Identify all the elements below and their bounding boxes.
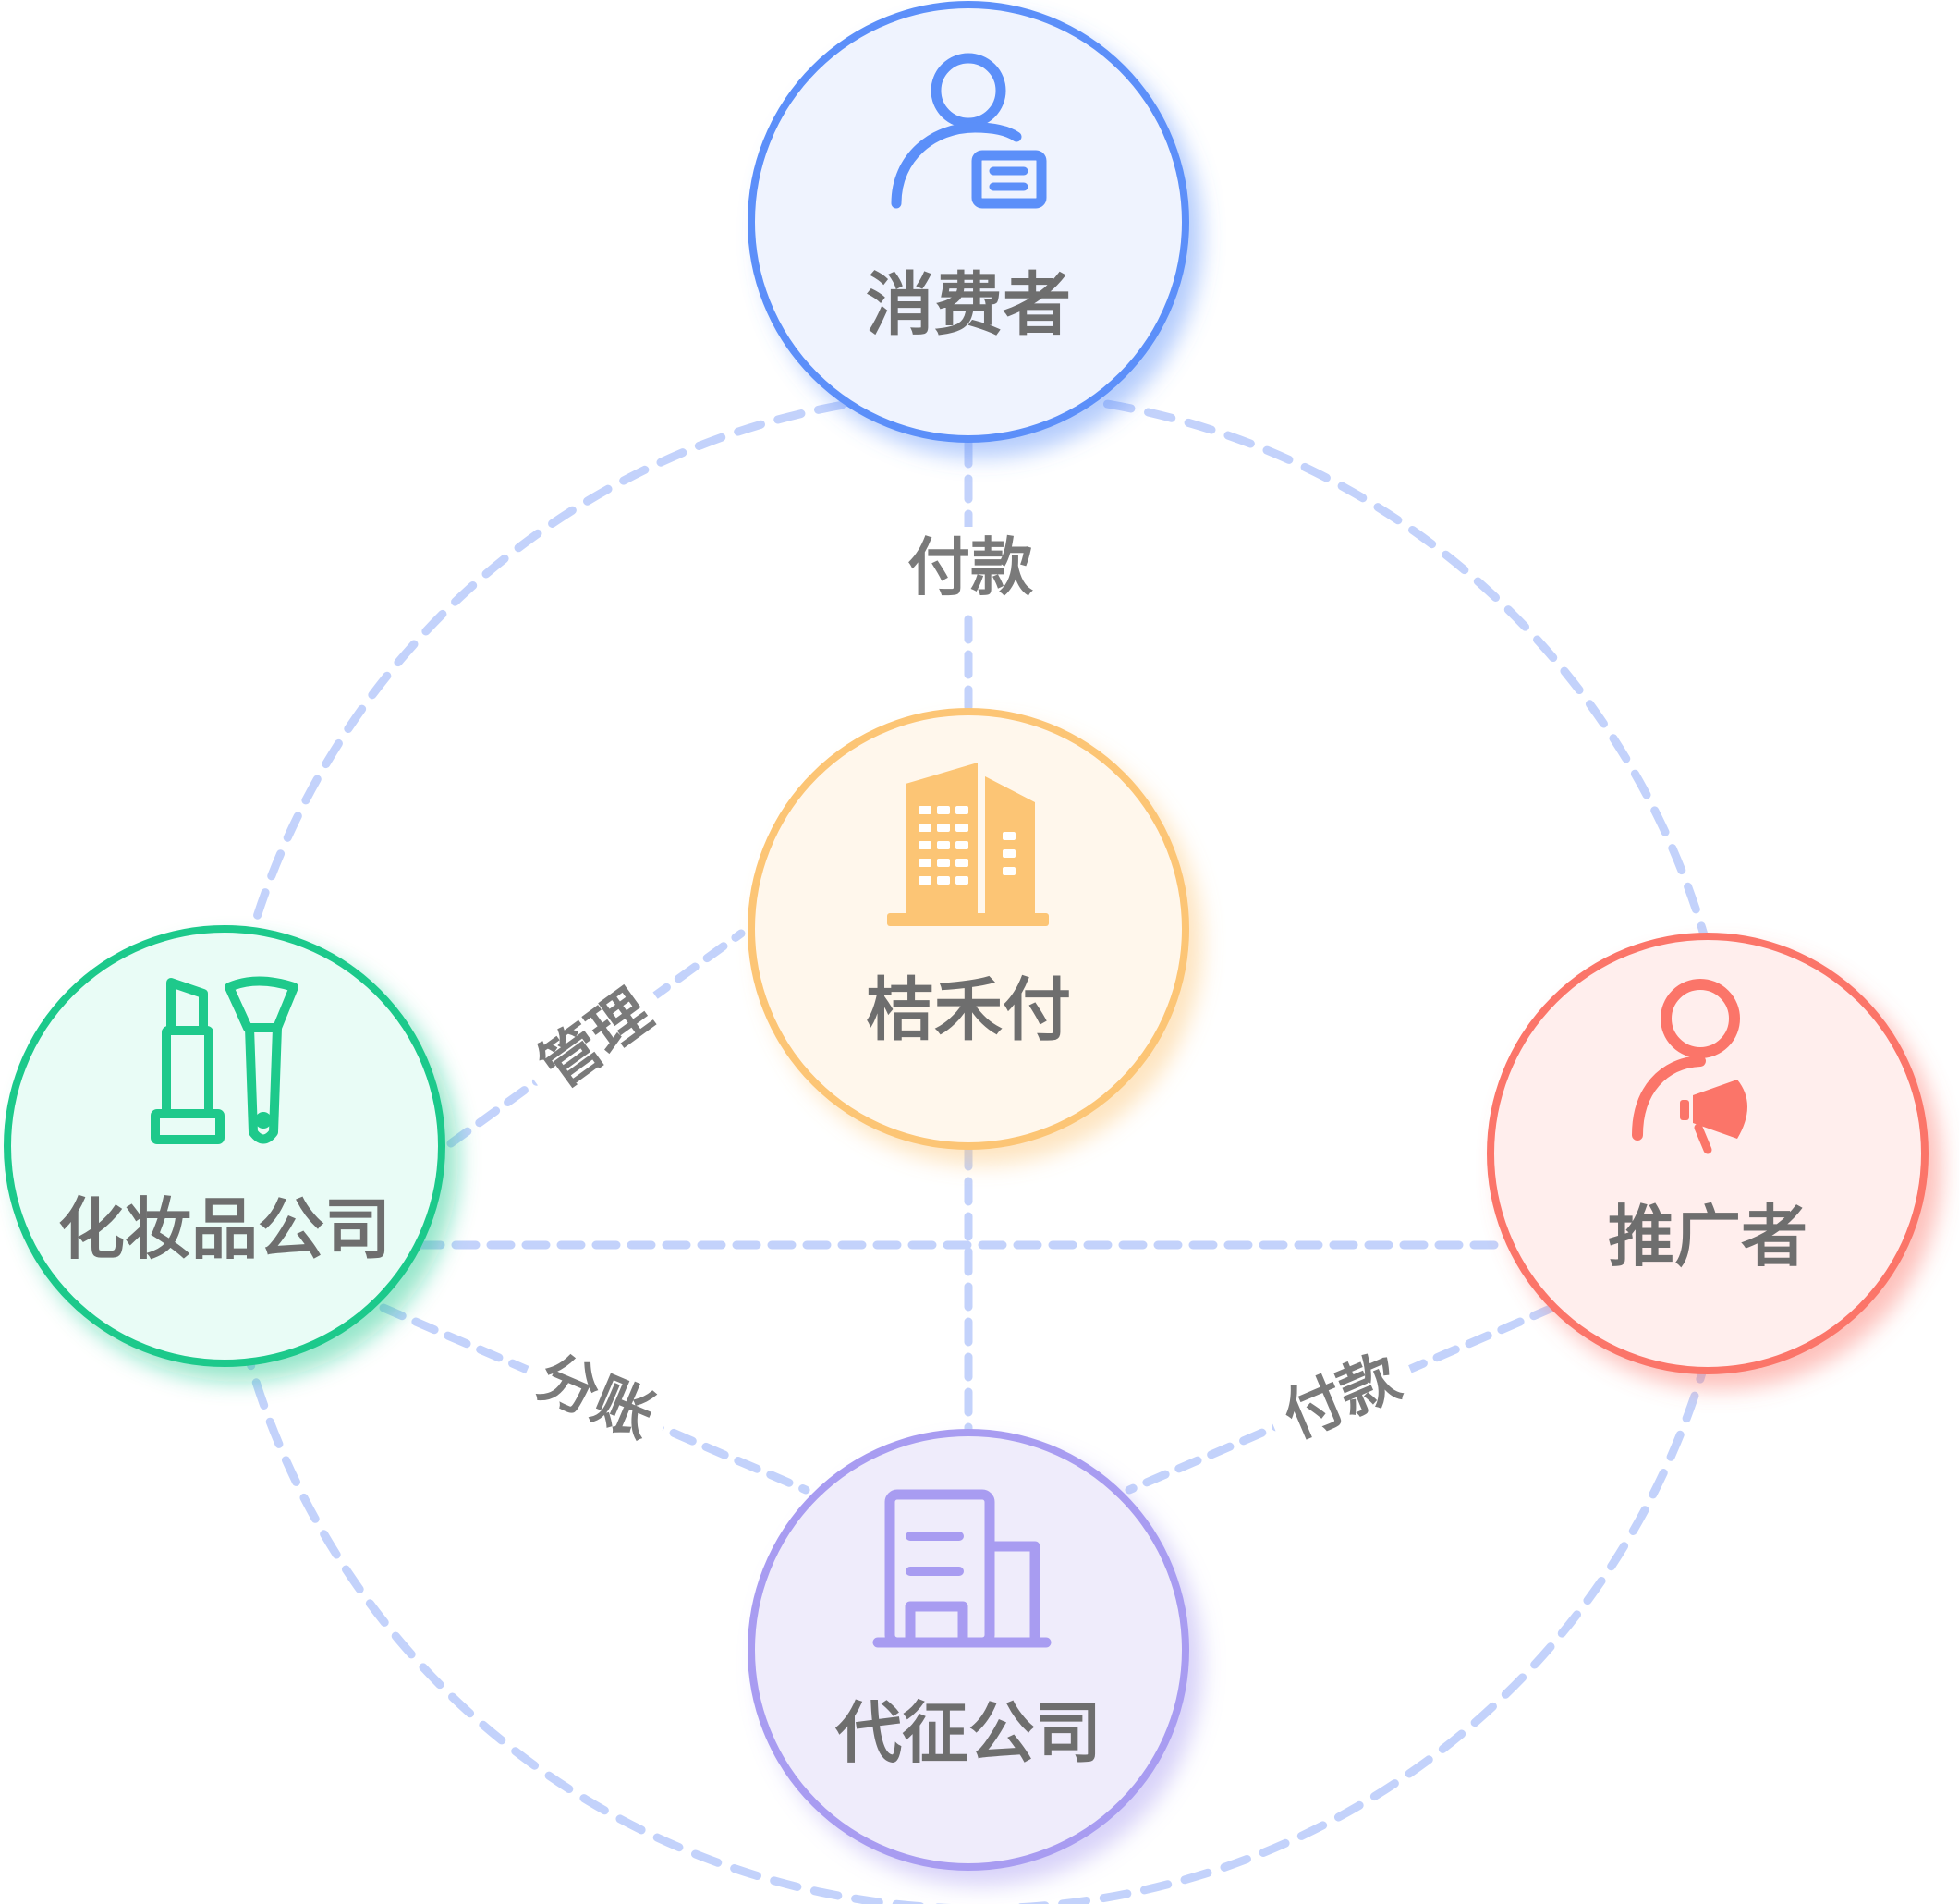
edge-label-bg-cosmetics-platform [511,962,681,1117]
node-platform-label: 桔禾付 [866,970,1071,1050]
node-agent-label: 代征公司 [834,1694,1101,1772]
node-promoter[interactable]: 推广者 [1487,933,1929,1374]
office-building-icon [887,763,1049,926]
user-card-icon [891,53,1047,209]
node-cosmetics[interactable]: 化妆品公司 [4,925,445,1367]
edge-label-bg-consumer-platform [894,527,1042,610]
node-platform-circle [748,708,1189,1150]
node-consumer[interactable]: 消费者 [748,1,1189,443]
company-building-icon [872,1489,1052,1648]
node-cosmetics-label: 化妆品公司 [58,1190,391,1268]
node-consumer-label: 消费者 [866,265,1071,345]
node-platform[interactable]: 桔禾付 [748,708,1189,1150]
node-promoter-label: 推广者 [1608,1198,1807,1275]
node-cosmetics-circle [4,925,445,1367]
edge-label-consumer-platform: 付款 [907,532,1033,605]
edge-label-bg-cosmetics-agent [511,1330,681,1465]
node-agent[interactable]: 代征公司 [748,1429,1189,1871]
node-agent-circle [748,1429,1189,1871]
user-megaphone-icon [1632,979,1747,1154]
node-consumer-circle [748,1,1189,443]
lipstick-brush-icon [151,976,298,1144]
edge-label-bg-promoter-agent [1257,1330,1427,1465]
